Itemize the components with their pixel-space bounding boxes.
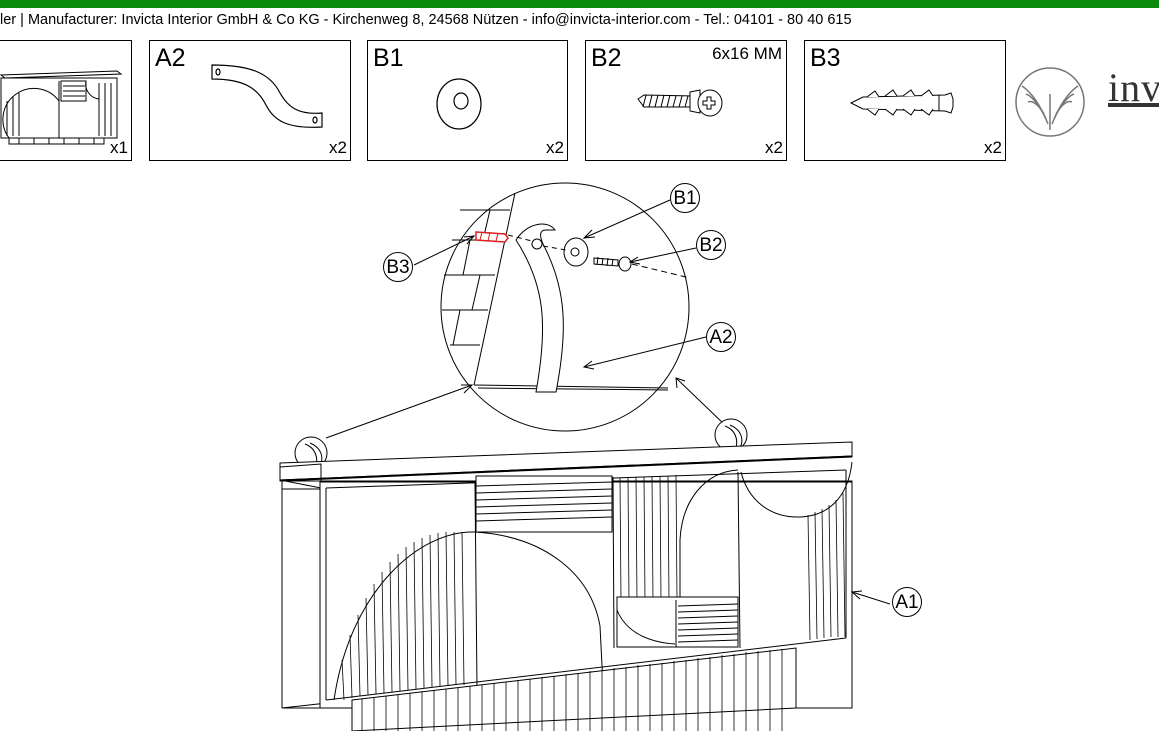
callout-a2: A2	[706, 322, 736, 352]
wall-detail	[442, 192, 669, 391]
part-b1-label: B1	[373, 44, 404, 72]
part-b1-box: B1 x2	[367, 40, 568, 161]
part-b3-box: B3 x2	[804, 40, 1006, 161]
sideboard-thumbnail-icon	[0, 70, 123, 145]
brand-logo-text: inv	[1108, 65, 1159, 110]
callout-a1: A1	[892, 587, 922, 617]
part-a2-box: A2 x2	[149, 40, 351, 161]
part-b2-box: B2 6x16 MM x2	[585, 40, 787, 161]
part-a2-label: A2	[155, 44, 186, 72]
brand-wings-logo	[1015, 67, 1085, 137]
part-a1-box: x1	[0, 40, 132, 161]
manufacturer-info: ler | Manufacturer: Invicta Interior Gmb…	[0, 12, 852, 28]
assembly-diagram	[279, 182, 891, 731]
part-b1-qty: x2	[546, 138, 564, 157]
part-a1-qty: x1	[110, 138, 128, 157]
part-b3-qty: x2	[984, 138, 1002, 157]
callout-b1: B1	[670, 183, 700, 213]
part-b2-label: B2	[591, 44, 622, 72]
sideboard	[279, 441, 853, 731]
callout-b3: B3	[383, 252, 413, 282]
part-b3-label: B3	[810, 44, 841, 72]
screw-icon	[637, 89, 723, 117]
part-a2-qty: x2	[329, 138, 347, 157]
part-b2-qty: x2	[765, 138, 783, 157]
washer-icon	[436, 78, 482, 130]
bracket-detail	[515, 223, 564, 393]
part-b2-spec: 6x16 MM	[712, 44, 782, 63]
callout-b2: B2	[696, 230, 726, 260]
bracket-icon	[211, 64, 323, 128]
wall-plug-icon	[849, 89, 954, 116]
brand-bar	[0, 0, 1159, 8]
